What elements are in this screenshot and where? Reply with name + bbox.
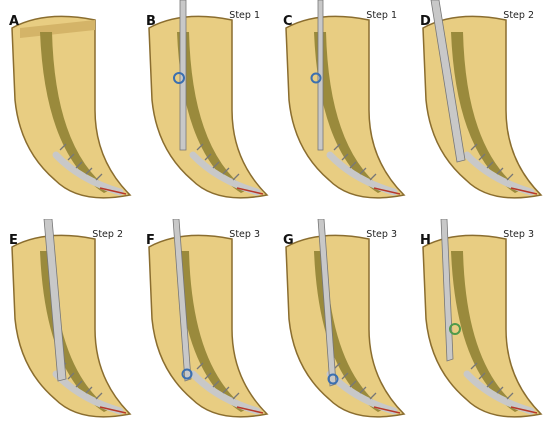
panel-letter: F xyxy=(146,233,155,248)
panel-letter: D xyxy=(420,14,431,29)
step-label: Step 2 xyxy=(92,229,123,240)
panel-letter: A xyxy=(9,14,19,29)
tooth-illustration-e xyxy=(0,219,137,438)
panel-f: F Step 3 xyxy=(137,219,274,438)
panel-letter: H xyxy=(420,233,431,248)
step-label: Step 3 xyxy=(229,229,260,240)
step-label: Step 1 xyxy=(229,10,260,21)
tooth-illustration-h xyxy=(411,219,548,438)
tooth-illustration-b xyxy=(137,0,274,219)
step-label: Step 2 xyxy=(503,10,534,21)
panel-letter: E xyxy=(9,233,18,248)
tooth-illustration-a xyxy=(0,0,137,219)
panel-h: H Step 3 xyxy=(411,219,548,438)
step-label: Step 1 xyxy=(366,10,397,21)
panel-b: B Step 1 xyxy=(137,0,274,219)
panel-letter: B xyxy=(146,14,156,29)
panel-d: D Step 2 xyxy=(411,0,548,219)
panel-g: G Step 3 xyxy=(274,219,411,438)
panel-letter: C xyxy=(283,14,293,29)
panel-a: A xyxy=(0,0,137,219)
step-label: Step 3 xyxy=(503,229,534,240)
panel-c: C Step 1 xyxy=(274,0,411,219)
tooth-illustration-g xyxy=(274,219,411,438)
tooth-illustration-f xyxy=(137,219,274,438)
step-label: Step 3 xyxy=(366,229,397,240)
tooth-illustration-c xyxy=(274,0,411,219)
panel-e: E Step 2 xyxy=(0,219,137,438)
panel-letter: G xyxy=(283,233,294,248)
tooth-illustration-d xyxy=(411,0,548,219)
